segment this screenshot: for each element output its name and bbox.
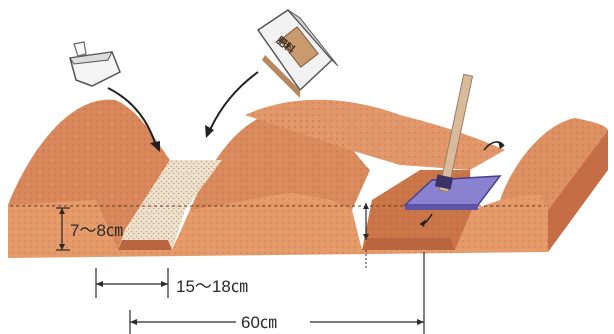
- ridge-spacing-label: 60㎝: [241, 314, 277, 331]
- furrow-width-dimension: [96, 268, 168, 298]
- furrow-width-label: 15～18㎝: [176, 278, 248, 295]
- ridge-spacing-dimension: [130, 252, 424, 334]
- scoop-icon: [70, 42, 120, 86]
- fertilizer-bag-icon: [258, 10, 338, 98]
- furrow-depth-label: 7～8㎝: [70, 222, 123, 239]
